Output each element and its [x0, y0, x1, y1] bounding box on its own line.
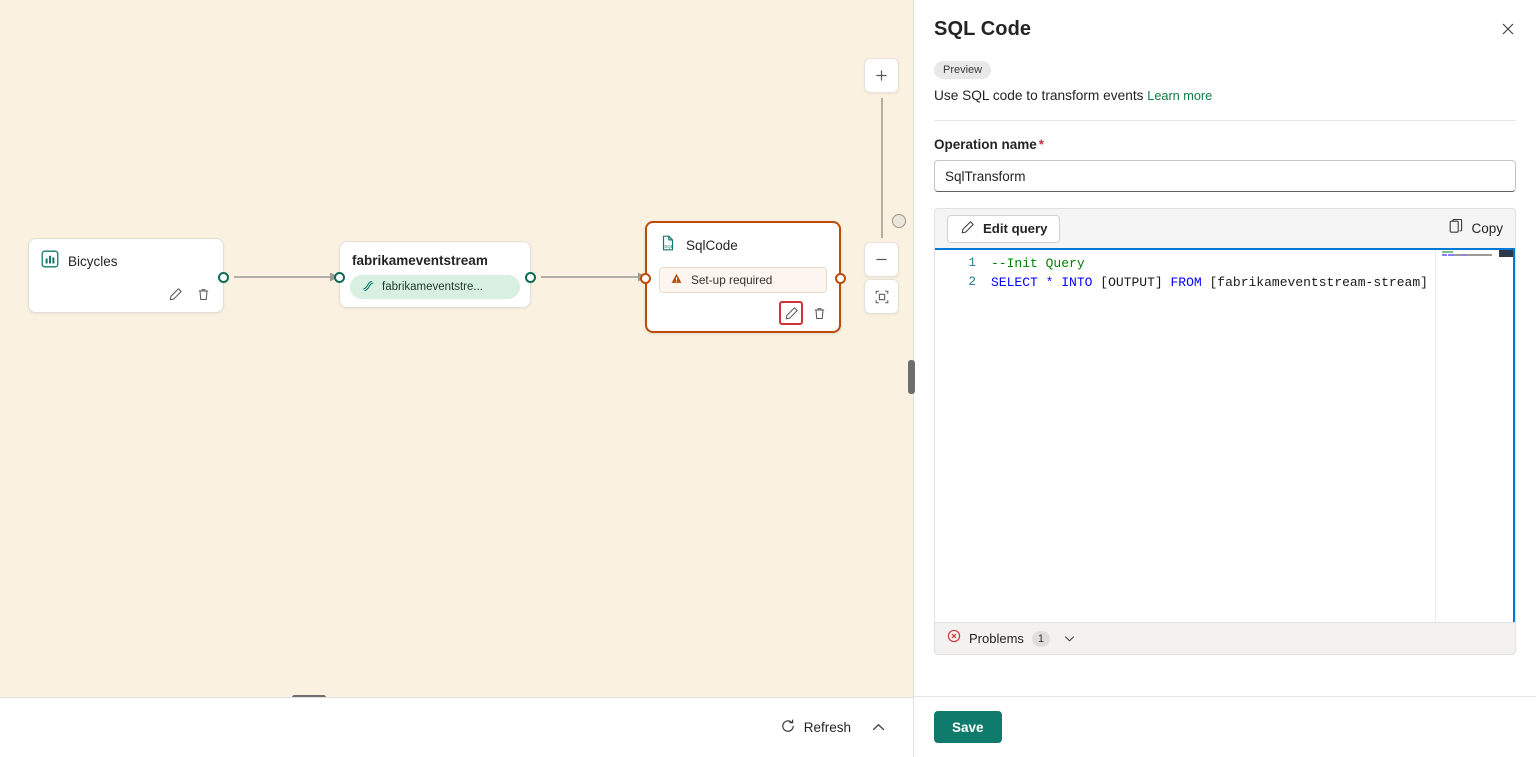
canvas-node-sqlcode[interactable]: SQL SqlCode Set-up required: [640, 221, 846, 333]
node-actions: [164, 283, 214, 305]
editor-focus-accent-top: [935, 248, 1515, 250]
chevron-down-icon[interactable]: [1062, 631, 1077, 646]
problems-label: Problems: [969, 631, 1024, 646]
editor-toolbar: Edit query Copy: [934, 208, 1516, 248]
canvas-surface[interactable]: Bicycles: [0, 0, 913, 757]
svg-text:SQL: SQL: [664, 244, 674, 249]
sql-file-icon: SQL: [659, 234, 677, 257]
edges-layer: [234, 272, 647, 282]
minimap-row: [1442, 251, 1453, 253]
zoom-controls: [864, 58, 906, 314]
node-header: SQL SqlCode: [647, 223, 839, 257]
eventstream-pill-label: fabrikameventstre...: [382, 281, 483, 293]
zoom-in-button[interactable]: [864, 58, 899, 93]
node-title: fabrikameventstream: [352, 253, 488, 268]
node-edit-button[interactable]: [779, 301, 803, 325]
required-marker: *: [1038, 137, 1045, 152]
panel-header: SQL Code Preview Use SQL code to transfo…: [914, 0, 1536, 121]
canvas-bottom-bar: Refresh: [0, 697, 913, 757]
editor-code-line[interactable]: SELECT * INTO [OUTPUT] FROM [fabrikameve…: [991, 273, 1435, 292]
learn-more-link[interactable]: Learn more: [1147, 89, 1213, 103]
operation-name-label-text: Operation name: [934, 137, 1037, 152]
operation-name-input[interactable]: [934, 160, 1516, 192]
minimap-row: [1442, 254, 1448, 256]
eventstream-source-pill[interactable]: fabrikameventstre...: [350, 275, 520, 299]
panel-divider: [934, 120, 1516, 121]
code-token-plain: [OUTPUT]: [1092, 275, 1171, 290]
refresh-label: Refresh: [803, 720, 851, 735]
panel-description-text: Use SQL code to transform events: [934, 88, 1144, 103]
pencil-icon: [960, 220, 975, 238]
editor-line-number: 2: [968, 275, 976, 289]
chevron-up-icon[interactable]: [865, 715, 891, 741]
code-token-comment: --Init Query: [991, 256, 1085, 271]
copy-icon: [1448, 218, 1464, 239]
zoom-out-button[interactable]: [864, 242, 899, 277]
problems-bar[interactable]: Problems 1: [934, 623, 1516, 655]
save-button[interactable]: Save: [934, 711, 1002, 743]
code-token-keyword: FROM: [1170, 275, 1202, 290]
editor-focus-accent-right: [1513, 248, 1515, 622]
problems-count-badge: 1: [1031, 630, 1050, 647]
code-token-keyword: SELECT: [991, 275, 1038, 290]
canvas-node-bicycles[interactable]: Bicycles: [28, 238, 229, 313]
edit-query-button[interactable]: Edit query: [947, 214, 1061, 243]
operation-name-label: Operation name*: [934, 137, 1516, 152]
node-header: fabrikameventstream: [340, 242, 530, 268]
editor-line-number: 1: [968, 256, 976, 270]
node-title: SqlCode: [686, 238, 738, 253]
minimap-row: [1466, 254, 1493, 256]
node-output-port[interactable]: [525, 272, 536, 283]
panel-resize-handle[interactable]: [908, 360, 915, 394]
node-actions: [779, 301, 830, 325]
node-output-port[interactable]: [218, 272, 229, 283]
editor-code-line[interactable]: --Init Query: [991, 254, 1435, 273]
node-delete-button[interactable]: [808, 302, 830, 324]
warning-triangle-icon: [670, 272, 683, 288]
canvas-node-eventstream[interactable]: fabrikameventstream fabrikameventstre...: [334, 241, 536, 308]
edit-query-label: Edit query: [983, 221, 1048, 236]
node-title: Bicycles: [68, 254, 118, 269]
copy-button[interactable]: Copy: [1448, 218, 1503, 239]
status-badge-label: Set-up required: [691, 273, 773, 287]
node-header: Bicycles: [29, 239, 223, 273]
node-delete-button[interactable]: [192, 283, 214, 305]
copy-label: Copy: [1471, 221, 1503, 236]
sql-code-panel: SQL Code Preview Use SQL code to transfo…: [913, 0, 1536, 757]
close-icon[interactable]: [1494, 15, 1522, 43]
minimap-row: [1453, 254, 1463, 256]
minimap-slider[interactable]: [1499, 249, 1513, 257]
node-edit-button[interactable]: [164, 283, 186, 305]
refresh-icon: [780, 718, 796, 737]
preview-badge: Preview: [934, 61, 992, 79]
error-circle-icon: [947, 629, 961, 648]
node-input-port[interactable]: [334, 272, 345, 283]
code-token-keyword: INTO: [1061, 275, 1093, 290]
flow-canvas[interactable]: Bicycles: [0, 0, 913, 757]
panel-title: SQL Code: [934, 18, 1032, 40]
editor-minimap[interactable]: [1435, 248, 1515, 622]
code-token-keyword: *: [1045, 275, 1054, 290]
minimap-row: [1462, 254, 1467, 256]
panel-footer: Save: [914, 696, 1536, 757]
node-output-port[interactable]: [835, 273, 846, 284]
panel-body: Operation name* Edit query: [914, 121, 1536, 696]
panel-description: Use SQL code to transform events Learn m…: [934, 88, 1516, 103]
zoom-slider[interactable]: [881, 98, 906, 238]
code-token-plain: [fabrikameventstream-stream]: [1201, 275, 1428, 290]
eventstream-icon: [361, 279, 375, 296]
minimap-row: [1448, 254, 1451, 256]
code-token-plain: [1038, 275, 1046, 290]
zoom-slider-thumb[interactable]: [892, 214, 906, 228]
fit-to-screen-button[interactable]: [864, 279, 899, 314]
status-badge: Set-up required: [659, 267, 827, 293]
minimap-row: [1450, 254, 1454, 256]
bar-chart-icon: [41, 250, 59, 273]
refresh-button[interactable]: Refresh: [780, 718, 851, 737]
node-input-port[interactable]: [640, 273, 651, 284]
